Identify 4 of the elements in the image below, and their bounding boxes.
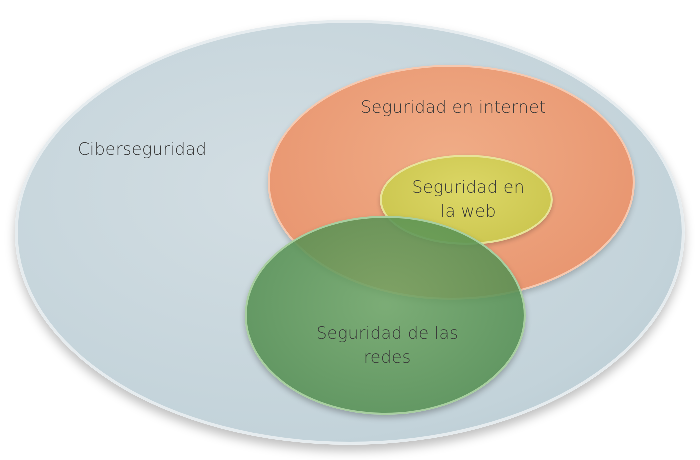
ellipse-label: Seguridad en internet — [360, 97, 548, 120]
ellipse-label: Ciberseguridad — [78, 139, 208, 162]
ellipse-label: Seguridad de las redes — [316, 323, 460, 370]
ellipse-label: Seguridad en la web — [411, 177, 526, 224]
